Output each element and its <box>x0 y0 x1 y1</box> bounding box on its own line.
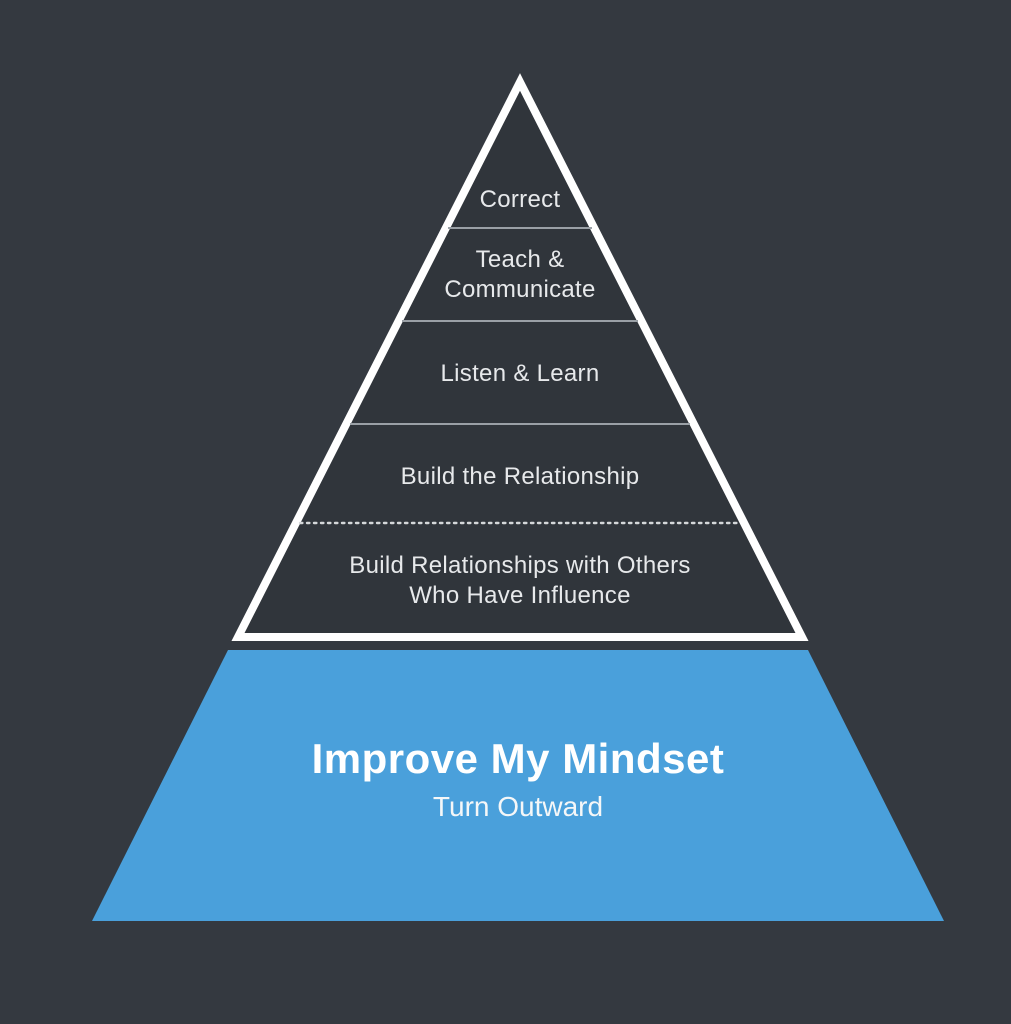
tier-label-correct: Correct <box>479 186 561 213</box>
base-title: Improve My Mindset <box>311 735 725 782</box>
tier-label-build-relationship: Build the Relationship <box>400 463 640 490</box>
tier-label-teach-communicate: Teach & Communicate <box>444 246 596 303</box>
base-trapezoid-shape <box>92 650 944 921</box>
tier-label-build-relationships-others: Build Relationships with Others Who Have… <box>349 552 691 609</box>
tier-label-listen-learn: Listen & Learn <box>440 360 600 387</box>
pyramid-triangle-shape <box>231 73 809 641</box>
base-subtitle: Turn Outward <box>432 791 604 822</box>
